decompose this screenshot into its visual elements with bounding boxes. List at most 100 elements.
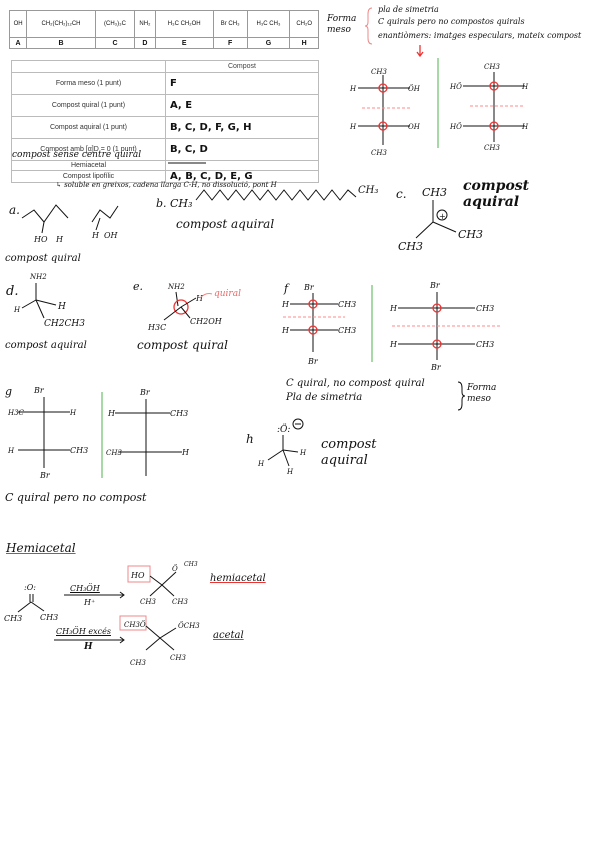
svg-text:H3C: H3C (7, 409, 25, 417)
svg-text:+: + (439, 212, 446, 221)
svg-text:CH3: CH3 (398, 240, 423, 253)
label-b: b. (156, 197, 167, 210)
svg-text:H: H (7, 447, 15, 455)
svg-text:ÖH: ÖH (408, 84, 421, 93)
structure-b: CH₂(CH₂)₁₂CH (26, 10, 96, 38)
svg-text:CH2OH: CH2OH (190, 317, 223, 326)
svg-text:H: H (281, 326, 290, 335)
tag-quiral: quiral (214, 289, 241, 299)
svg-text:CH3: CH3 (4, 614, 22, 623)
svg-text::Ö:: :Ö: (277, 423, 290, 435)
svg-text:H: H (349, 85, 357, 93)
svg-text:CH3: CH3 (476, 304, 494, 313)
svg-text:ÖCH3: ÖCH3 (178, 621, 200, 630)
note-g: C quiral pero no compost (5, 491, 147, 504)
svg-text:OH: OH (104, 231, 119, 240)
structure-e-drawing: NH2 H H3C CH2OH (147, 283, 223, 332)
svg-text:Br: Br (39, 471, 51, 480)
svg-text:CH3: CH3 (172, 598, 188, 606)
svg-text:NH2: NH2 (29, 273, 47, 281)
svg-text:HÖ: HÖ (449, 82, 462, 91)
b-formula-left: CH₃ (170, 197, 193, 210)
svg-text:CH3: CH3 (338, 300, 356, 309)
svg-text:CH3: CH3 (130, 659, 146, 667)
svg-text:HÖ: HÖ (449, 122, 462, 131)
svg-text:H: H (389, 304, 398, 313)
b-formula-right: CH₃ (358, 185, 379, 196)
note-f: C quiral, no compost quiral (286, 378, 425, 389)
svg-text:CH3: CH3 (184, 561, 198, 568)
hemiacetal-title: Hemiacetal (6, 541, 76, 555)
svg-text:NH2: NH2 (167, 283, 185, 291)
note-compost-quiral-e: compost quiral (137, 338, 229, 352)
label-f: f (284, 282, 289, 295)
svg-text:CH3: CH3 (70, 446, 88, 455)
structure-e: H₃C CH₂OH (154, 10, 214, 38)
note-compost-aquiral-b: compost aquiral (176, 217, 275, 231)
svg-text:CH3: CH3 (170, 409, 188, 418)
svg-text:HO: HO (130, 571, 145, 580)
svg-text:CH3: CH3 (476, 340, 494, 349)
svg-text:Br: Br (430, 363, 442, 372)
arrow-down-icon (416, 45, 424, 58)
letter-c: C (94, 37, 136, 49)
svg-text:CH3: CH3 (140, 598, 156, 606)
svg-text:H: H (299, 449, 307, 457)
brace-icon (457, 381, 466, 411)
letter-a: A (8, 37, 28, 49)
svg-text:Br: Br (139, 388, 151, 397)
fischer-meso-right: CH3 HÖ H HÖ H CH3 (449, 63, 529, 152)
note-forma-meso-2: Forma meso (467, 383, 497, 404)
svg-text:H: H (69, 409, 77, 417)
svg-text:CH3: CH3 (371, 68, 387, 76)
letter-b: B (26, 37, 96, 49)
letter-f: F (212, 37, 248, 49)
note-compost-sense-centre: compost sense centre quiral (12, 150, 142, 160)
svg-text:H: H (55, 235, 64, 244)
svg-text:CH3: CH3 (422, 186, 447, 199)
svg-text:Ö: Ö (172, 564, 178, 573)
svg-text::O:: :O: (24, 583, 36, 592)
letter-h: H (289, 37, 319, 49)
note-compost-aquiral-d: compost aquiral (5, 340, 87, 351)
svg-text:CH3: CH3 (371, 149, 387, 157)
label-e: e. (133, 280, 144, 293)
product-acetal: acetal (213, 630, 244, 641)
structures-table: OH CH₂(CH₂)₁₂CH (CH₃)₃C NH₂ H₃C CH₂OH Br… (8, 10, 319, 49)
reagent-1b: H⁺ (84, 598, 96, 607)
svg-text:H: H (13, 306, 21, 314)
svg-text:CH3: CH3 (458, 228, 483, 241)
note-f-2: Pla de simetria (286, 392, 363, 403)
svg-text:Br: Br (303, 283, 315, 292)
svg-text:H: H (195, 294, 204, 303)
svg-text:H: H (181, 448, 190, 457)
svg-text:CH3: CH3 (106, 449, 122, 457)
brace-icon (364, 7, 373, 45)
svg-text:HO: HO (33, 235, 48, 244)
label-c: c. (396, 187, 407, 201)
note-pla-simetria: pla de simetria (378, 5, 439, 14)
svg-text:CH3Ö: CH3Ö (124, 620, 146, 629)
note-c-quirals: C quirals pero no compostos quirals (378, 17, 525, 26)
product-hemiacetal: hemiacetal (210, 573, 266, 584)
letter-g: G (246, 37, 291, 49)
note-enantiomers: enantiòmers: imatges especulars, mateix … (378, 31, 582, 40)
answer-table: Compost Forma meso (1 punt)F Compost qui… (11, 60, 319, 183)
label-a: a. (9, 203, 20, 217)
question-6: Compost lipofílic (11, 170, 166, 183)
svg-text:H: H (107, 409, 116, 418)
svg-text:CH3: CH3 (484, 144, 500, 152)
reagent-2: CH₃ÖH excés (56, 627, 111, 636)
note-compost-aquiral-h: compost aquiral (321, 437, 377, 468)
note-compost-aquiral-c: compost aquiral (463, 178, 530, 210)
svg-text:H: H (281, 300, 290, 309)
fischer-meso-left: CH3 H ÖH H OH CH3 (349, 68, 421, 157)
svg-text:H3C: H3C (147, 323, 166, 332)
svg-text:H: H (286, 468, 294, 476)
note-compost-quiral-a: compost quiral (5, 253, 81, 264)
svg-text:H: H (521, 123, 529, 131)
